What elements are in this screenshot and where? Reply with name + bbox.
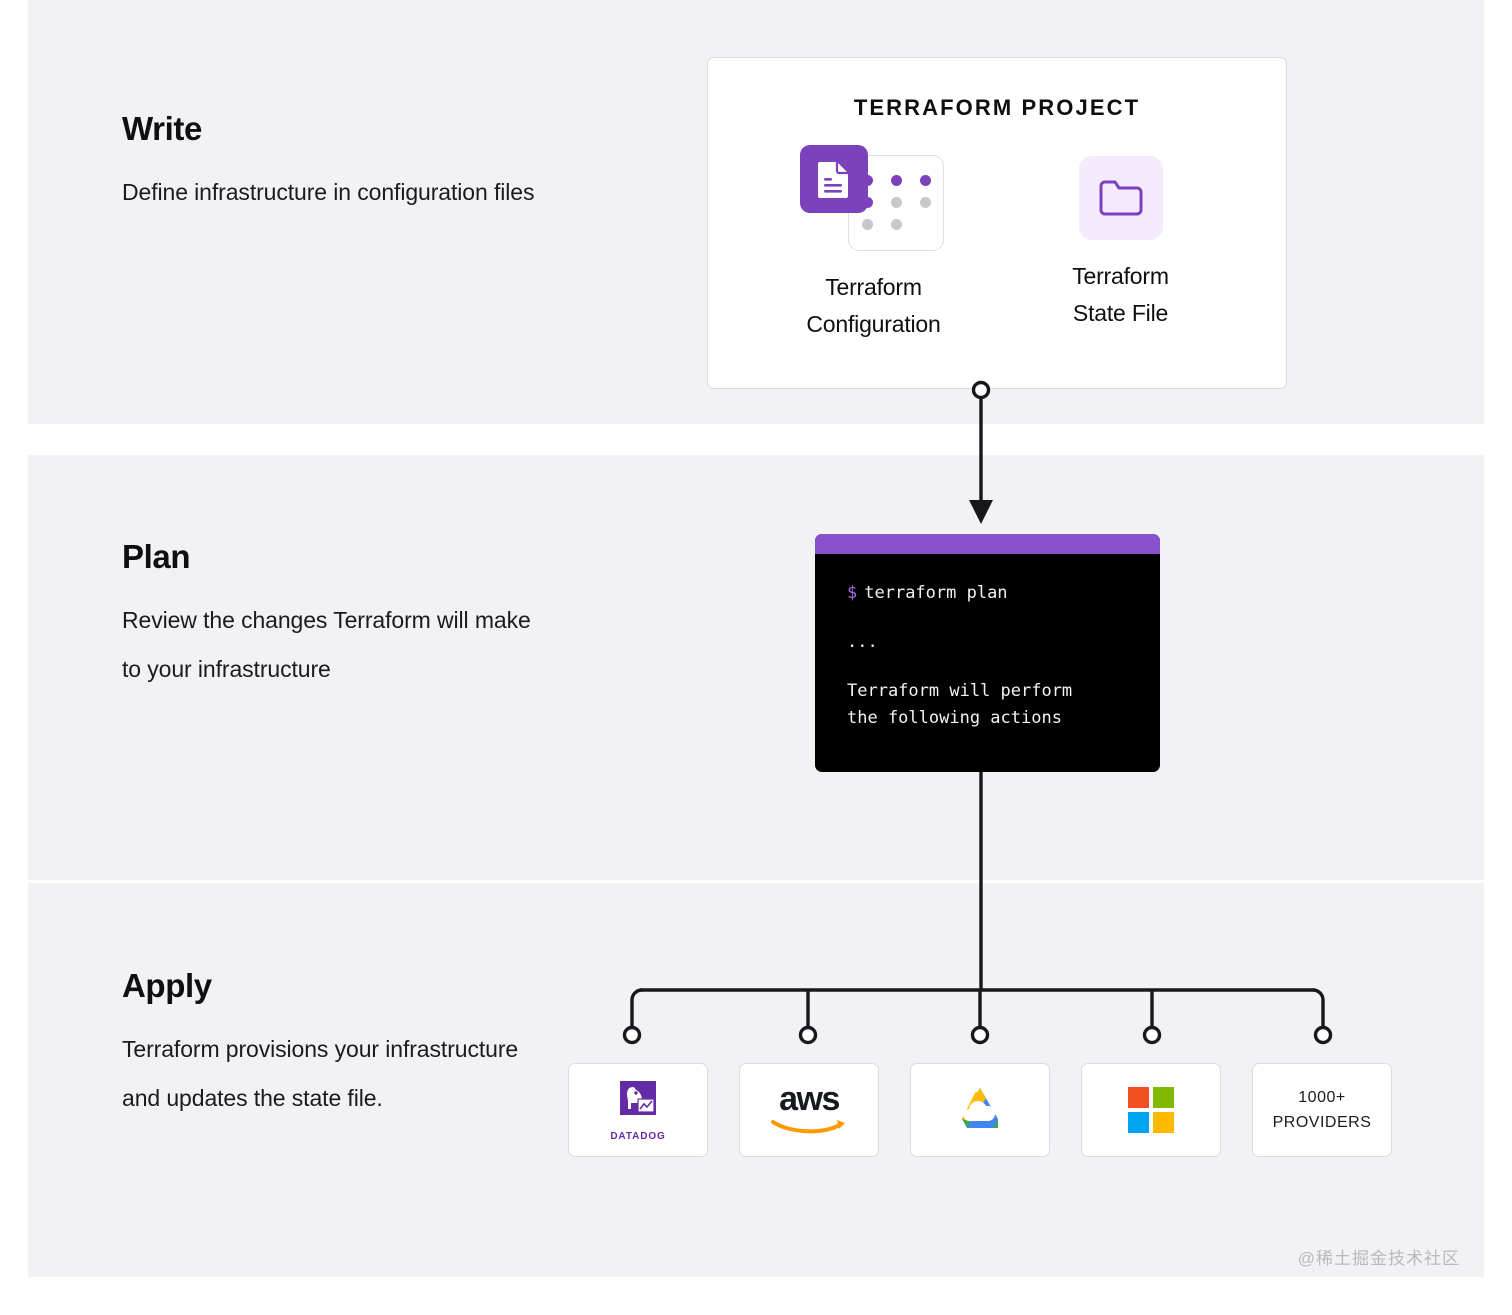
project-card-heading: TERRAFORM PROJECT [853, 95, 1141, 120]
aws-smile-icon [771, 1120, 845, 1134]
provider-card-aws[interactable]: aws [739, 1063, 879, 1157]
terminal-output-line-1: Terraform will perform [847, 681, 1073, 701]
terminal-spacer-2 [847, 656, 1128, 678]
step-plan-title: Plan [122, 538, 191, 575]
step-write: Write Define infrastructure in configura… [122, 110, 542, 217]
datadog-logo: DATADOG [610, 1079, 665, 1142]
document-grid-icon [799, 145, 948, 251]
step-write-title: Write [122, 110, 202, 147]
terminal-title-bar [815, 534, 1160, 554]
step-plan: Plan Review the changes Terraform will m… [122, 538, 542, 694]
terminal-output-line-2: the following actions [847, 708, 1062, 728]
asset-state-file-label: Terraform State File [1016, 258, 1226, 332]
asset-state-file-label-line2: State File [1072, 300, 1169, 326]
config-purple-tile [799, 145, 868, 213]
asset-configuration-label-line1: Terraform [825, 274, 922, 300]
provider-card-row: DATADOG aws [568, 1063, 1392, 1157]
terminal-command: terraform plan [864, 583, 1008, 603]
datadog-wordmark: DATADOG [610, 1130, 666, 1142]
microsoft-square-blue [1128, 1112, 1149, 1133]
provider-card-microsoft[interactable] [1081, 1063, 1221, 1157]
asset-configuration-label: Terraform Configuration [769, 269, 979, 343]
more-providers-label: PROVIDERS [1272, 1114, 1372, 1131]
microsoft-square-red [1128, 1087, 1149, 1108]
microsoft-square-yellow [1153, 1112, 1174, 1133]
folder-icon [1078, 156, 1163, 240]
microsoft-square-green [1153, 1087, 1174, 1108]
asset-terraform-configuration: Terraform Configuration [769, 145, 979, 343]
terminal-body: $ terraform plan ... Terraform will perfo… [815, 554, 1160, 758]
step-apply: Apply Terraform provisions your infrastr… [122, 967, 542, 1123]
terminal-ellipsis: ... [847, 632, 878, 652]
terminal-command-line: $ terraform plan [847, 580, 1128, 607]
section-band-plan [28, 455, 1484, 880]
step-apply-title: Apply [122, 967, 212, 1004]
aws-wordmark: aws [779, 1080, 840, 1118]
asset-configuration-label-line2: Configuration [806, 311, 941, 337]
config-dot-grid [861, 175, 936, 230]
project-asset-row: Terraform Configuration Terraform State … [708, 145, 1286, 343]
step-apply-description: Terraform provisions your infrastructure… [122, 1036, 519, 1111]
step-write-description: Define infrastructure in configuration f… [122, 179, 535, 205]
more-providers-count: 1000+ [1298, 1089, 1346, 1106]
asset-state-file-label-line1: Terraform [1072, 263, 1169, 289]
provider-card-google-cloud[interactable] [910, 1063, 1050, 1157]
provider-card-datadog[interactable]: DATADOG [568, 1063, 708, 1157]
terraform-project-card: TERRAFORM PROJECT [707, 57, 1287, 389]
terminal-window: $ terraform plan ... Terraform will perfo… [815, 534, 1160, 772]
aws-logo: aws [771, 1082, 847, 1138]
watermark: @稀土掘金技术社区 [1297, 1249, 1460, 1268]
step-plan-description: Review the changes Terraform will make t… [122, 607, 531, 682]
terminal-prompt-symbol: $ [847, 583, 858, 603]
terminal-spacer-1 [847, 607, 1128, 629]
asset-terraform-state-file: Terraform State File [1016, 145, 1226, 332]
google-cloud-logo [962, 1088, 998, 1128]
microsoft-logo [1128, 1087, 1174, 1133]
provider-card-more-providers[interactable]: 1000+ PROVIDERS [1252, 1063, 1392, 1157]
more-providers-text: 1000+ PROVIDERS [1273, 1085, 1372, 1135]
